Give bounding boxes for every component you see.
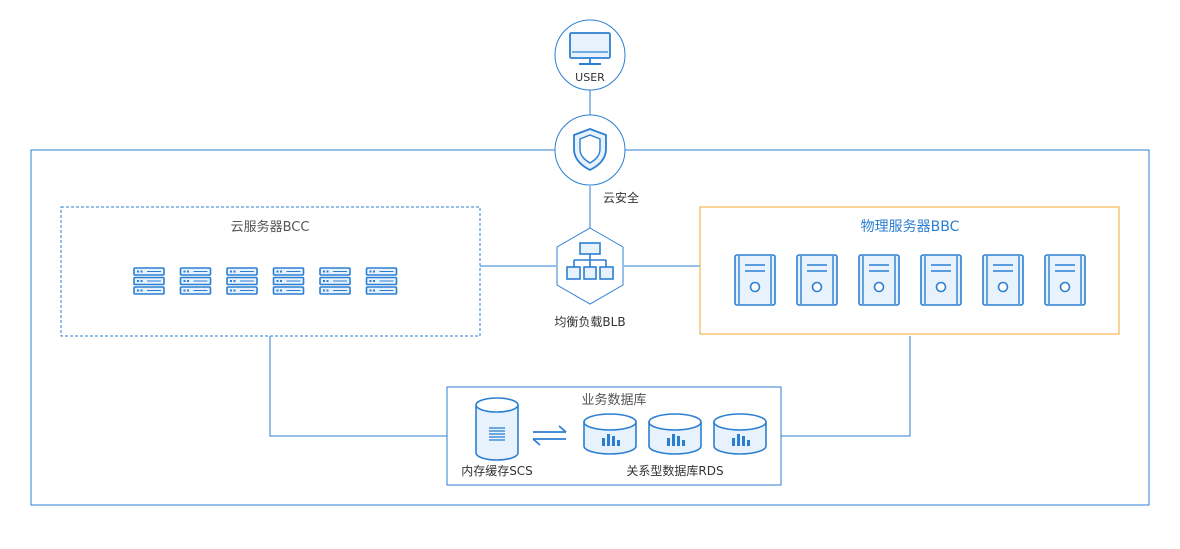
database-cylinder-icon[interactable]	[583, 413, 637, 455]
connectors	[269, 90, 911, 437]
rack-server-icon[interactable]	[179, 267, 212, 295]
user-node[interactable]	[554, 19, 626, 91]
network-hierarchy-icon	[566, 242, 614, 280]
shield-icon	[573, 128, 607, 172]
tower-server-icon[interactable]	[734, 254, 776, 306]
rds-instance-list	[583, 413, 767, 455]
tower-server-icon[interactable]	[1044, 254, 1086, 306]
database-cylinder-icon[interactable]	[713, 413, 767, 455]
bcc-group	[60, 206, 481, 337]
monitor-icon	[569, 32, 611, 65]
database-cylinder-icon[interactable]	[648, 413, 702, 455]
tower-server-icon[interactable]	[796, 254, 838, 306]
sync-arrows-icon	[532, 425, 567, 446]
tower-server-icon[interactable]	[920, 254, 962, 306]
scs-label: 内存缓存SCS	[461, 464, 533, 478]
blb-label: 均衡负载BLB	[554, 315, 626, 329]
cache-cylinder-icon[interactable]	[475, 397, 519, 461]
tower-server-icon[interactable]	[858, 254, 900, 306]
security-node[interactable]	[554, 114, 626, 186]
security-label: 云安全	[603, 191, 640, 205]
blb-node[interactable]	[556, 227, 624, 305]
tower-server-icon[interactable]	[982, 254, 1024, 306]
rack-server-icon[interactable]	[365, 267, 398, 295]
bbc-title: 物理服务器BBC	[860, 219, 960, 235]
rack-server-icon[interactable]	[319, 267, 351, 295]
rack-server-icon[interactable]	[272, 267, 305, 295]
rack-server-icon[interactable]	[133, 267, 165, 295]
rds-label: 关系型数据库RDS	[626, 464, 724, 478]
bcc-title: 云服务器BCC	[230, 220, 310, 235]
database-title: 业务数据库	[581, 393, 647, 408]
user-label: USER	[575, 71, 605, 84]
bbc-group	[699, 206, 1120, 335]
database-group	[446, 386, 782, 486]
rack-server-icon[interactable]	[226, 267, 258, 295]
